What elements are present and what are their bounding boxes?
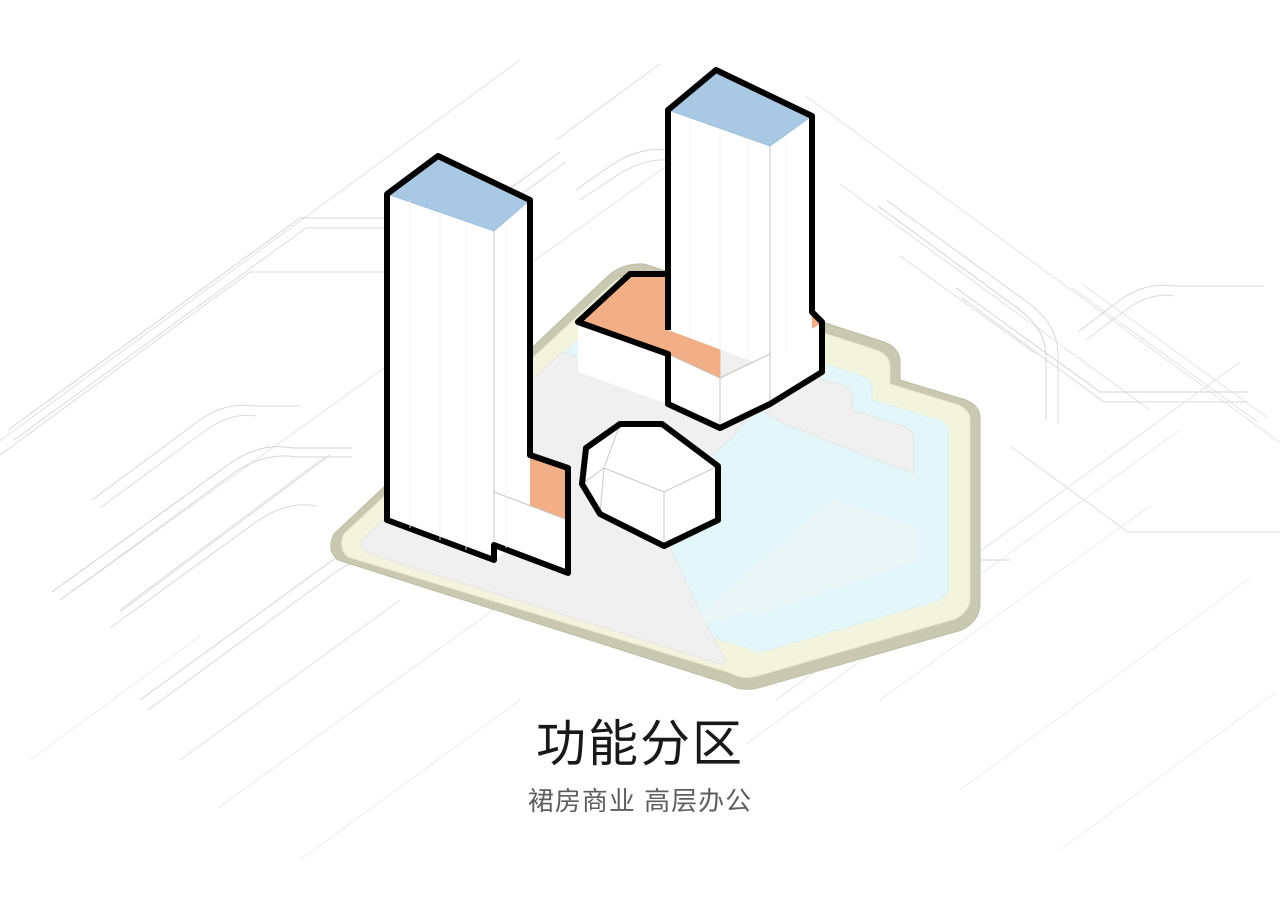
pavilion-body — [582, 424, 718, 546]
podium-right-face-front-mid — [668, 354, 770, 428]
tower-left-face-right — [494, 200, 530, 560]
massing-pavilion-group — [579, 421, 721, 549]
massing-tower-right-group — [575, 67, 825, 431]
tower-right-face-left — [668, 110, 770, 368]
podium-right-face-front-left — [578, 322, 668, 404]
pavilion-outline — [579, 421, 721, 549]
pavilion-interior-lines — [581, 423, 719, 546]
massing-surface-hatching — [409, 120, 787, 550]
tower-right-face-right — [770, 116, 812, 368]
podium-right-face-front-right — [770, 322, 822, 404]
platform-right-lower-tint — [700, 500, 918, 624]
tower-right-outline — [575, 67, 825, 431]
